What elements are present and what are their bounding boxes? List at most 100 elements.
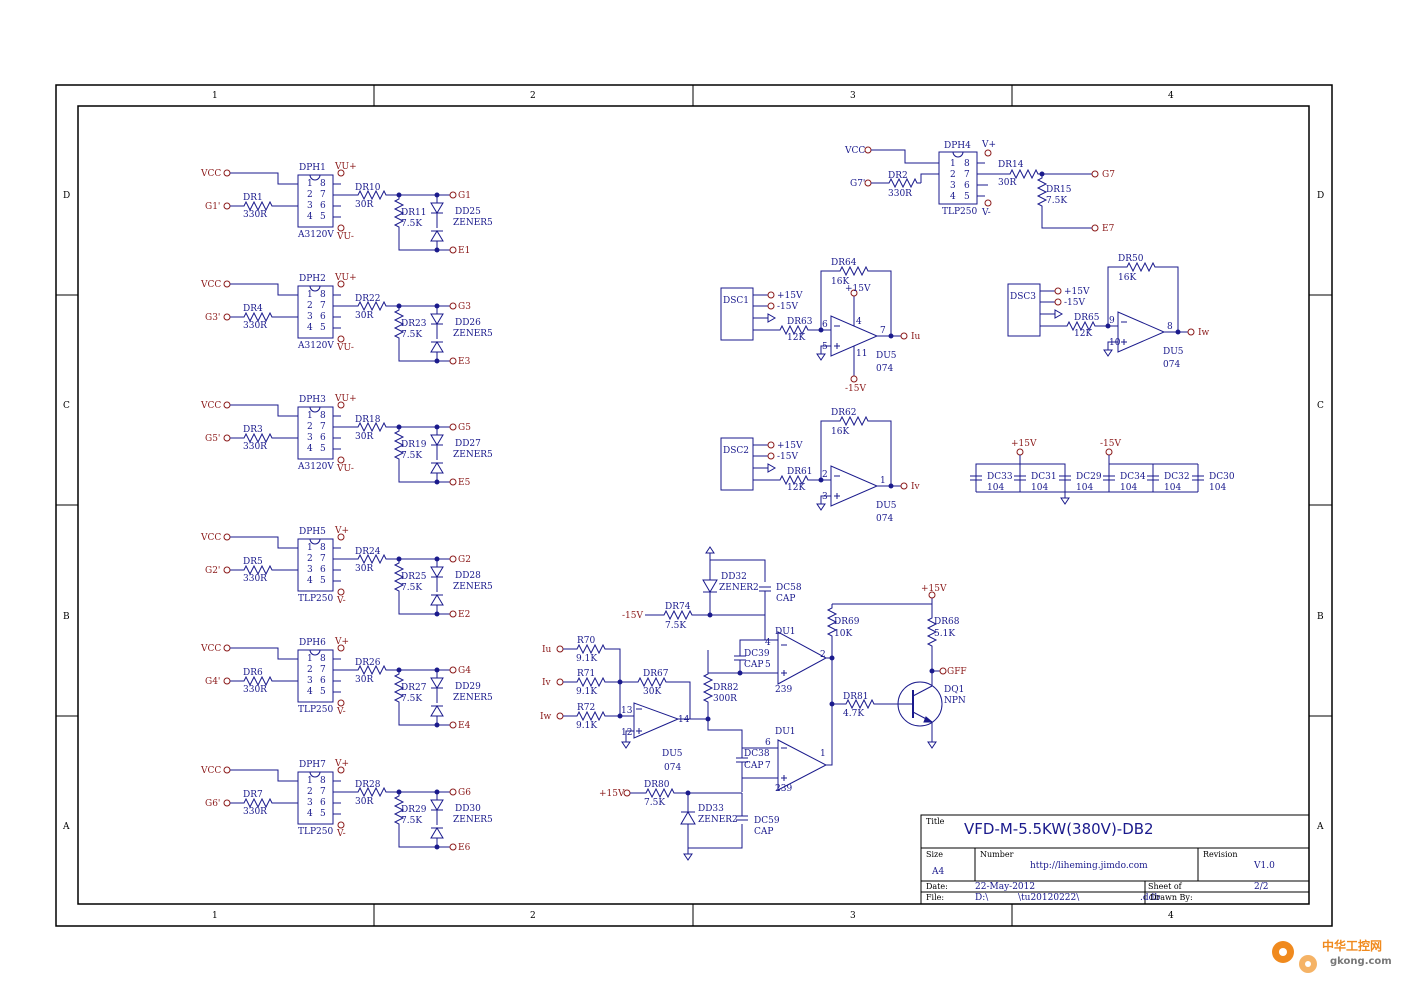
dq1-val: NPN	[944, 696, 966, 706]
sensor-connector: DSC3	[1010, 292, 1036, 302]
r72: R72	[577, 703, 595, 713]
cmp1-pin-b: 5	[765, 660, 771, 670]
tb-revision-label: Revision	[1203, 850, 1237, 859]
dc58-val: CAP	[776, 594, 795, 604]
dr81: DR81	[843, 692, 868, 702]
opto-emitter-net: E3	[458, 357, 471, 367]
dc30-name: DC30	[1209, 472, 1235, 482]
sum-pin-pos: 12	[621, 728, 632, 738]
dr74: DR74	[665, 602, 691, 612]
opto-in-res: DR3	[243, 425, 263, 435]
opto-pin: 2	[307, 301, 313, 311]
decoup-n15: -15V	[1100, 439, 1121, 449]
sensor-out-net: Iw	[1198, 328, 1210, 338]
opto-out-res-val: 30R	[355, 564, 373, 574]
fault-n15: -15V	[622, 611, 643, 621]
opto-vp: V+	[334, 637, 349, 647]
dc31-val: 104	[1031, 483, 1048, 493]
opto-pd-res-val: 7.5K	[401, 583, 422, 593]
svg-text:7: 7	[964, 170, 970, 180]
dph4-vp: V+	[981, 140, 996, 150]
watermark-line1: 中华工控网	[1322, 938, 1382, 953]
opto-pin: 7	[320, 787, 326, 797]
svg-text:8: 8	[964, 159, 970, 169]
opto-pin: 1	[307, 411, 313, 421]
decoupling-labels: +15V -15V DC33 104 DC31 104 DC29 104 DC3…	[987, 439, 1235, 493]
opto-in-res-val: 330R	[243, 321, 267, 331]
sensor-connector: DSC2	[723, 446, 749, 456]
opto-in-res: DR1	[243, 193, 263, 203]
title-block-text: Title VFD-M-5.5KW(380V)-DB2 Size A4 Numb…	[926, 817, 1275, 903]
tb-date-label: Date:	[926, 882, 948, 891]
sensor-pin-out: 8	[1167, 322, 1173, 332]
opto-out-res: DR26	[355, 658, 381, 668]
svg-text:6: 6	[964, 181, 970, 191]
sensor-pin-out: 1	[880, 476, 886, 486]
opto-vcc-label: VCC	[200, 401, 221, 411]
zone-row-b-left: B	[63, 612, 70, 622]
opto-pin: 4	[307, 809, 313, 819]
sensor-chip: DU5	[1163, 347, 1184, 357]
opto-zener-val: ZENER5	[453, 218, 493, 228]
opto-in-res-val: 330R	[243, 807, 267, 817]
dc59: DC59	[754, 816, 780, 826]
zone-row-d-left: D	[63, 191, 70, 201]
sensor-chip: DU5	[876, 501, 897, 511]
opto-pd-res-val: 7.5K	[401, 694, 422, 704]
dc39: DC39	[744, 649, 770, 659]
opto-emitter-net: E6	[458, 843, 471, 853]
title-block	[920, 814, 1310, 905]
opto-out-res: DR22	[355, 294, 380, 304]
opto-out-res: DR28	[355, 780, 381, 790]
dc38: DC38	[744, 749, 770, 759]
zone-labels: 1 2 3 4 1 2 3 4 D C B A D C B A	[62, 91, 1324, 921]
opto-vcc-label: VCC	[200, 533, 221, 543]
opto-in-res-val: 330R	[243, 210, 267, 220]
zone-col-3-top: 3	[850, 91, 856, 101]
opto-pin: 5	[320, 323, 326, 333]
opto-out-res: DR18	[355, 415, 381, 425]
zone-row-c-right: C	[1317, 401, 1324, 411]
opto-pin: 2	[307, 422, 313, 432]
opto-pin: 4	[307, 687, 313, 697]
dph4-name: DPH4	[944, 141, 971, 151]
opto-zener: DD26	[455, 318, 481, 328]
opto-vn: V-	[336, 829, 346, 839]
opto-pin: 6	[320, 312, 326, 322]
dph4-dr2-val: 330R	[888, 189, 912, 199]
opto-gate-net: G6	[458, 788, 471, 798]
opto-pin: 8	[320, 179, 326, 189]
dph4-dr14-val: 30R	[998, 178, 1016, 188]
opto-zener-val: ZENER5	[453, 582, 493, 592]
sum-pin-neg: 13	[621, 706, 633, 716]
opto-pin: 3	[307, 433, 313, 443]
drawing-frame	[55, 84, 1333, 927]
sensor-n15: -15V	[1064, 298, 1085, 308]
sensor-p15: +15V	[1064, 287, 1090, 297]
sensor-p15: +15V	[777, 441, 803, 451]
opto-in-net: G4'	[205, 677, 220, 687]
dph4-dr2: DR2	[888, 171, 908, 181]
opto-pin: 8	[320, 776, 326, 786]
zone-row-b-right: B	[1317, 612, 1324, 622]
cmp2-out: 1	[820, 749, 826, 759]
dph4-block	[864, 146, 1099, 232]
cmp1-chip: DU1	[775, 627, 796, 637]
sensor-rin-val: 12K	[787, 483, 805, 493]
cmp2-chip: DU1	[775, 727, 796, 737]
r71: R71	[577, 669, 595, 679]
opto-in-res: DR5	[243, 557, 263, 567]
r72-val: 9.1K	[576, 721, 597, 731]
sensor-chip-val: 074	[876, 364, 893, 374]
sum-chip-val: 074	[664, 763, 681, 773]
tb-size-label: Size	[926, 850, 943, 859]
dph4-part: TLP250	[942, 207, 977, 217]
cmp2-val: 239	[775, 784, 792, 794]
opto-pin: 2	[307, 190, 313, 200]
opto-out-res-val: 30R	[355, 311, 373, 321]
opto-vcc-label: VCC	[200, 644, 221, 654]
opto-pin: 5	[320, 687, 326, 697]
opto-pd-res: DR23	[401, 319, 427, 329]
opto-out-res-val: 30R	[355, 797, 373, 807]
opto-out-res: DR10	[355, 183, 381, 193]
